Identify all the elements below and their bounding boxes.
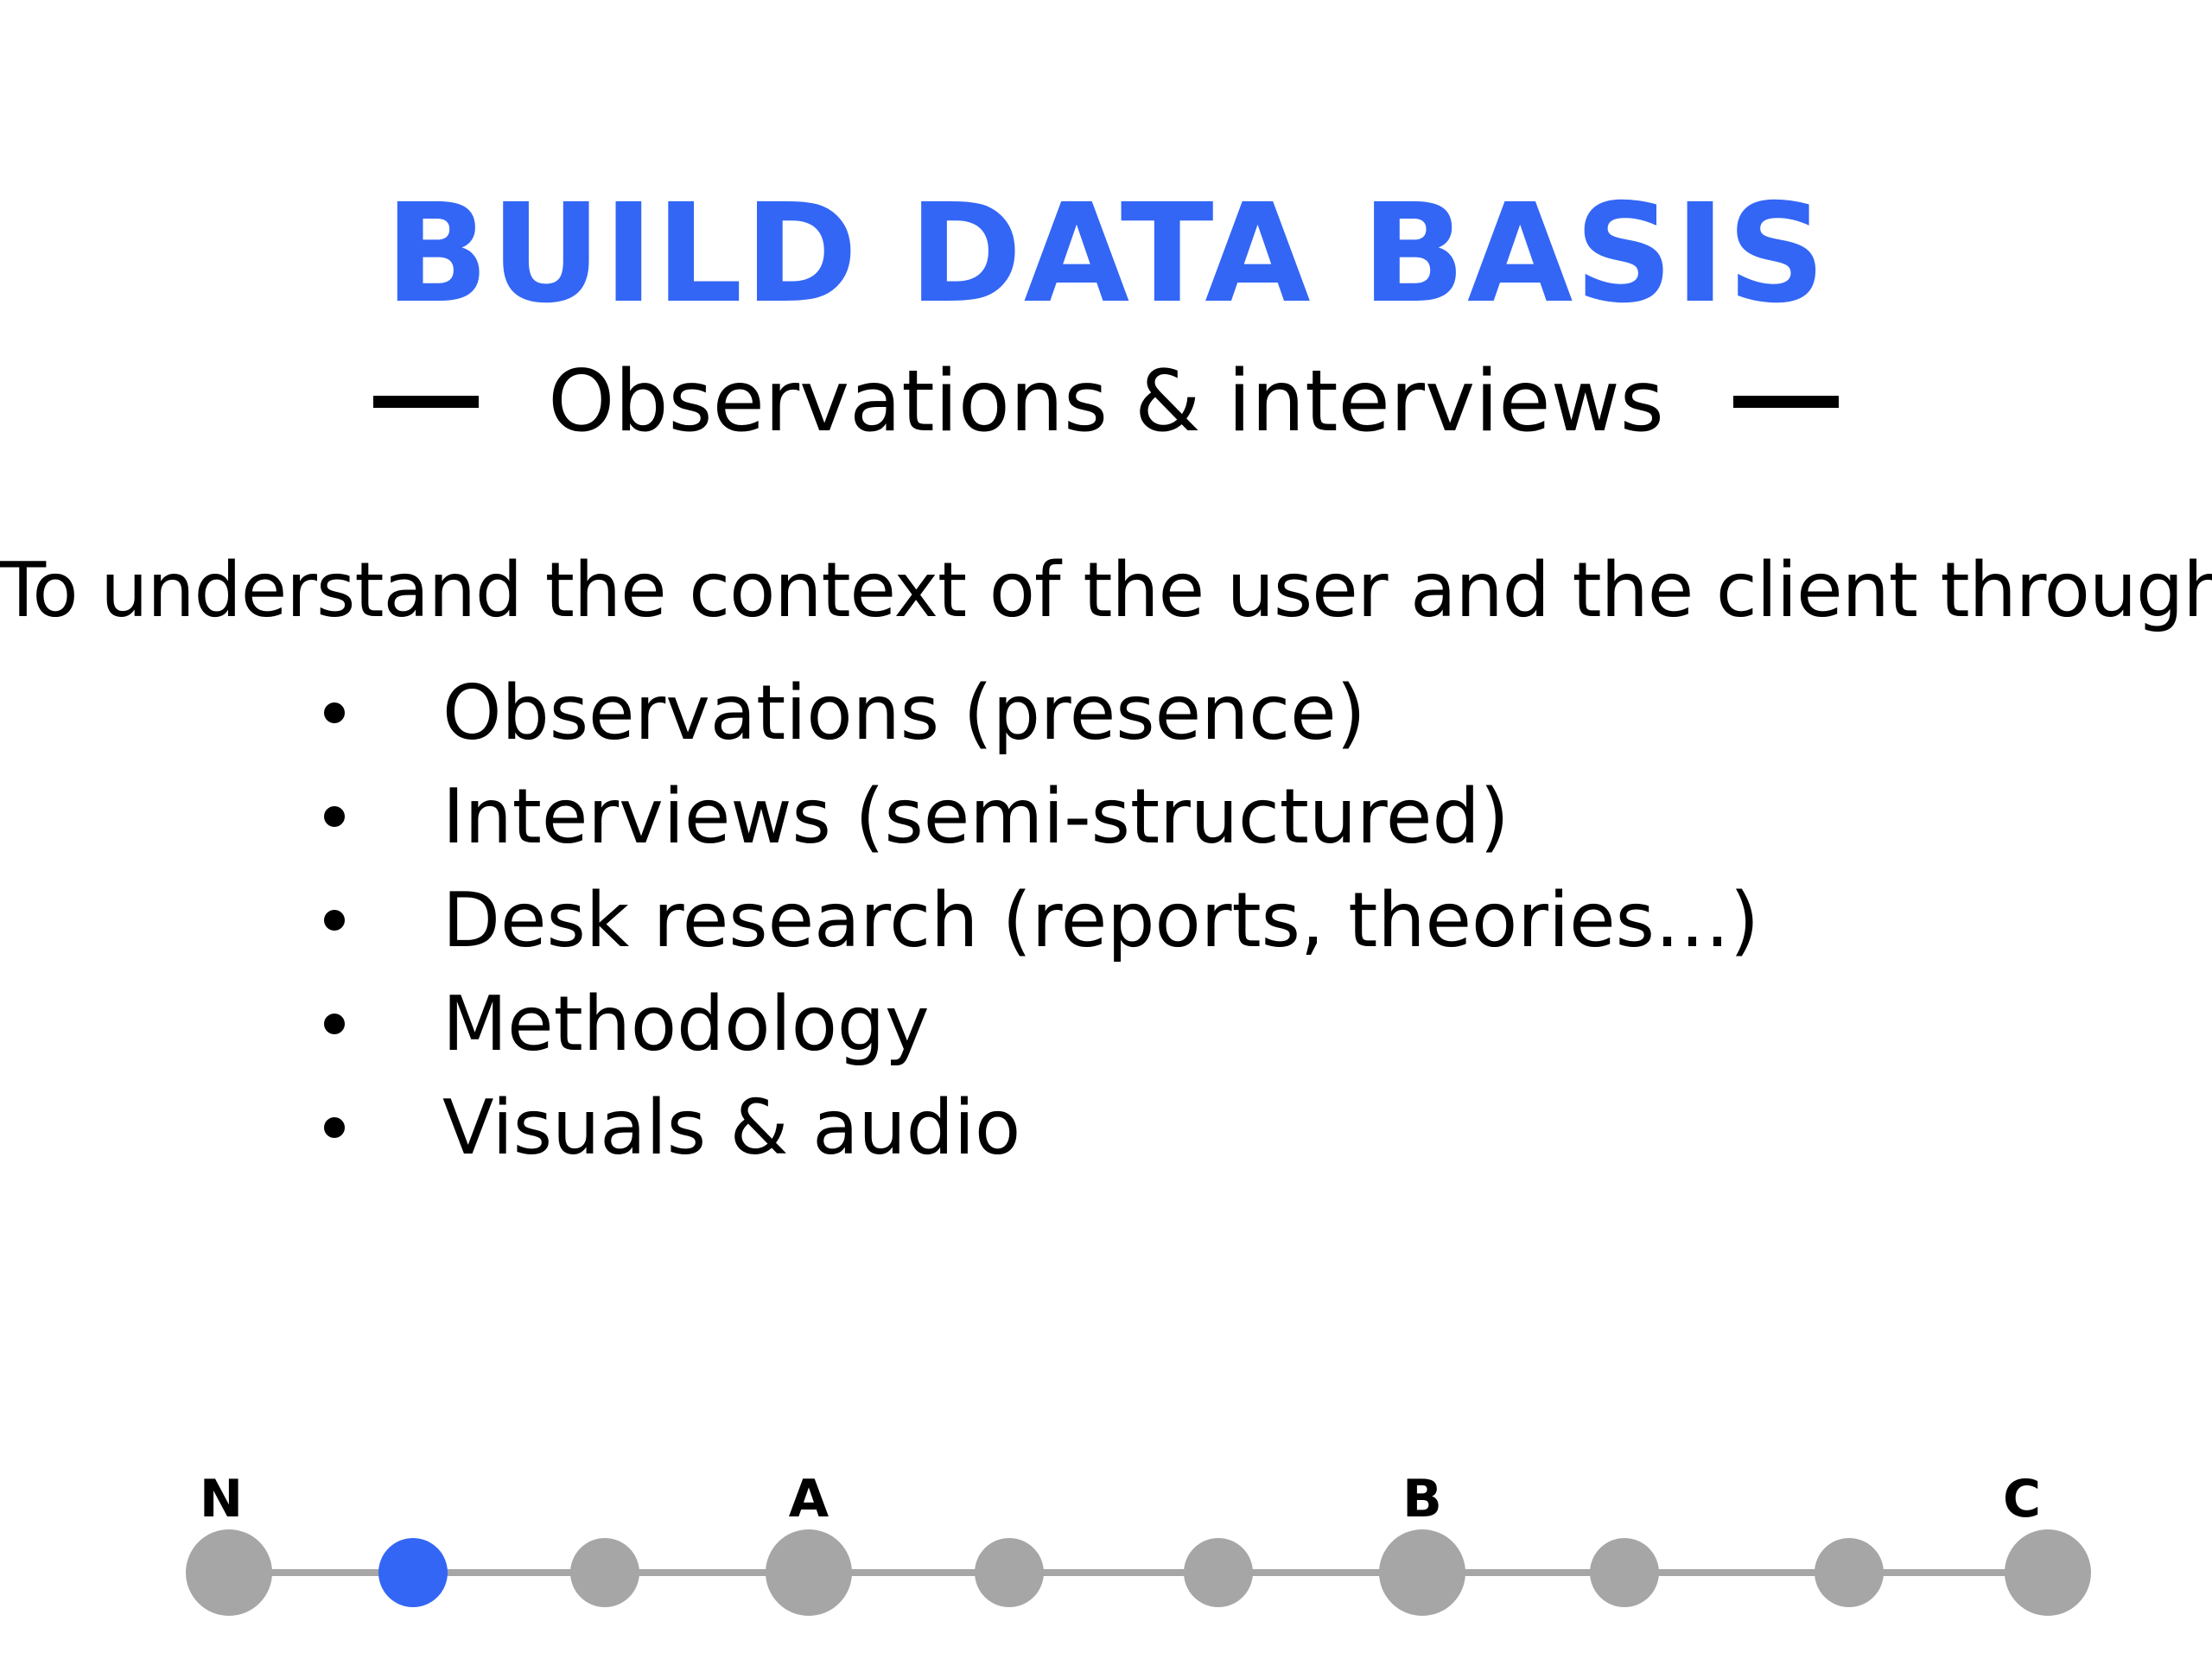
subtitle-dash-left — [373, 396, 480, 408]
bullet-item: Observations (presence) — [320, 661, 1759, 765]
timeline-label-a: A — [789, 1469, 830, 1529]
bullet-item: Desk research (reports, theories…) — [320, 868, 1759, 972]
bullet-list: Observations (presence) Interviews (semi… — [320, 661, 1759, 1179]
timeline-label-b: B — [1402, 1469, 1442, 1529]
progress-timeline: N A B C — [186, 1469, 2091, 1616]
timeline-step-node — [975, 1538, 1044, 1607]
bullet-dot — [324, 702, 345, 723]
bullet-text: Desk research (reports, theories…) — [442, 876, 1759, 964]
bullet-item: Visuals & audio — [320, 1076, 1759, 1179]
timeline-node-active — [378, 1538, 448, 1607]
subtitle-dash-right — [1732, 396, 1839, 408]
timeline-milestone-node — [766, 1529, 852, 1616]
bullet-dot — [324, 910, 345, 931]
bullet-item: Interviews (semi-structured) — [320, 765, 1759, 868]
timeline-step-node — [1184, 1538, 1253, 1607]
bullet-dot — [324, 806, 345, 827]
bullet-text: Methodology — [442, 980, 930, 1068]
timeline-step-node — [1590, 1538, 1659, 1607]
timeline-step-node — [1815, 1538, 1884, 1607]
intro-text: To understand the context of the user an… — [0, 546, 2212, 634]
timeline-milestone-node — [1379, 1529, 1465, 1616]
bullet-dot — [324, 1014, 345, 1034]
timeline-label-c: C — [2003, 1469, 2041, 1529]
timeline-nodes — [186, 1529, 2091, 1616]
timeline-labels: N A B C — [200, 1469, 2041, 1529]
timeline-milestone-node — [2005, 1529, 2091, 1616]
subtitle-row: Observations & interviews — [0, 350, 2212, 454]
bullet-dot — [324, 1117, 345, 1138]
bullet-text: Visuals & audio — [442, 1084, 1021, 1172]
timeline-milestone-node — [186, 1529, 272, 1616]
timeline-step-node — [570, 1538, 639, 1607]
bullet-item: Methodology — [320, 972, 1759, 1076]
timeline-label-n: N — [200, 1469, 243, 1529]
slide-subtitle: Observations & interviews — [548, 353, 1664, 451]
bullet-text: Observations (presence) — [442, 669, 1366, 757]
bullet-text: Interviews (semi-structured) — [442, 772, 1510, 861]
slide-title: BUILD DATA BASIS — [385, 175, 1827, 334]
